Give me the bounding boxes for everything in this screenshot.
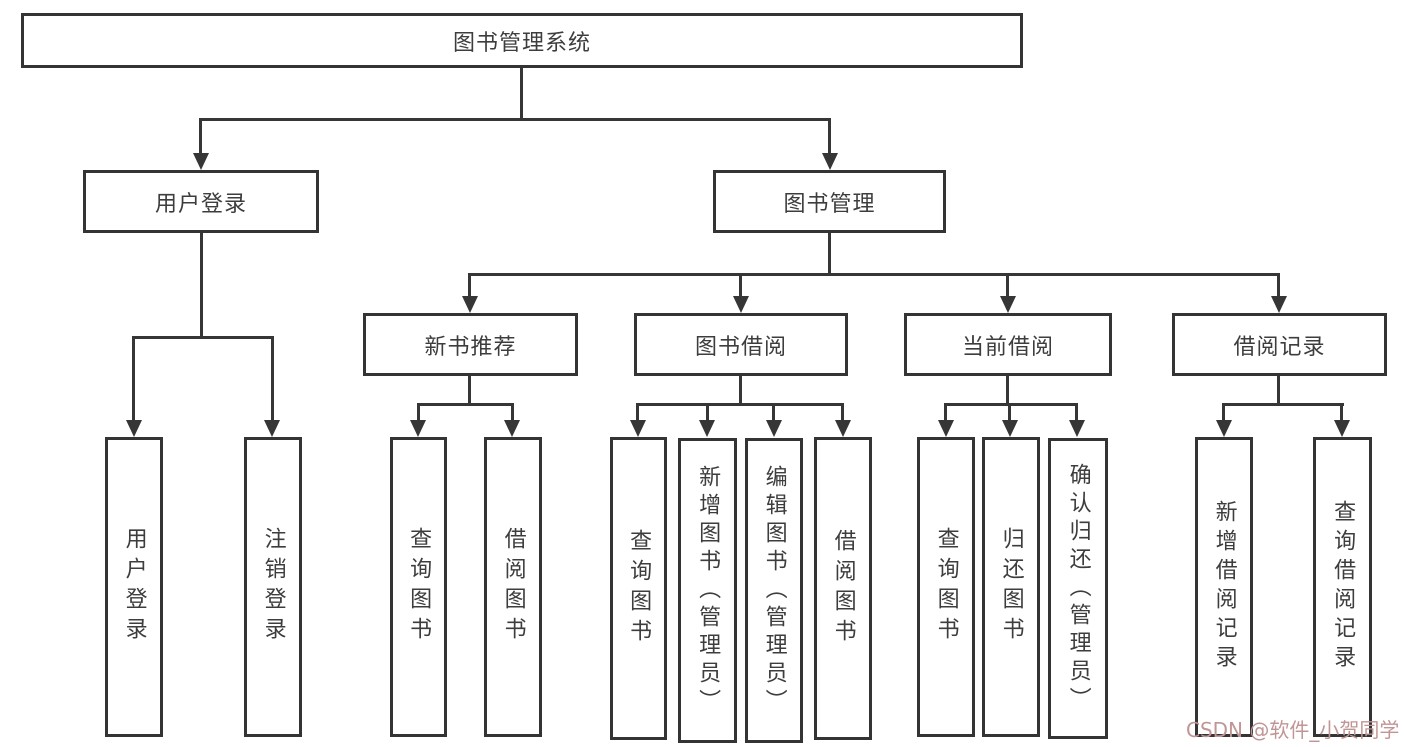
leaf-borrow-books-recommend: 借阅图书 xyxy=(484,437,542,737)
connector-line xyxy=(1340,403,1343,422)
connector-arrow xyxy=(1000,296,1016,313)
connector-line xyxy=(200,118,831,121)
connector-line xyxy=(271,336,274,422)
connector-line xyxy=(828,233,831,273)
connector-arrow xyxy=(1069,420,1085,437)
leaf-search-books-borrowing: 查询图书 xyxy=(610,437,667,740)
connector-arrow xyxy=(1271,296,1287,313)
leaf-confirm-return-admin: 确认归还（管理员） xyxy=(1048,438,1108,739)
connector-line xyxy=(417,403,420,422)
leaf-logout: 注销登录 xyxy=(244,437,302,737)
leaf-search-books-current: 查询图书 xyxy=(917,437,975,737)
leaf-edit-books-admin: 编辑图书（管理员） xyxy=(745,438,803,743)
leaf-return-books-label: 归还图书 xyxy=(998,527,1024,647)
connector-line xyxy=(1008,403,1011,422)
connector-line xyxy=(468,273,1280,276)
connector-line xyxy=(1222,403,1344,406)
leaf-borrow-books-borrowing: 借阅图书 xyxy=(814,437,872,740)
connector-line xyxy=(1277,376,1280,403)
leaf-search-borrow-record-label: 查询借阅记录 xyxy=(1330,500,1356,674)
leaf-logout-label: 注销登录 xyxy=(260,527,286,647)
connector-arrow xyxy=(1216,420,1232,437)
connector-line xyxy=(132,336,274,339)
leaf-add-books-admin-label: 新增图书（管理员） xyxy=(695,464,721,717)
connector-arrow xyxy=(1002,420,1018,437)
leaf-search-books-current-label: 查询图书 xyxy=(933,527,959,647)
connector-arrow xyxy=(1334,420,1350,437)
leaf-search-borrow-record: 查询借阅记录 xyxy=(1313,437,1372,737)
connector-arrow xyxy=(699,420,715,437)
connector-line xyxy=(944,403,947,422)
connector-arrow xyxy=(410,420,426,437)
connector-line xyxy=(520,68,523,118)
node-root-library-system: 图书管理系统 xyxy=(21,13,1023,68)
leaf-user-login: 用户登录 xyxy=(105,437,163,737)
connector-arrow xyxy=(835,420,851,437)
connector-line xyxy=(772,403,775,422)
connector-line xyxy=(706,403,709,422)
connector-line xyxy=(468,273,471,298)
connector-arrow xyxy=(504,420,520,437)
connector-line xyxy=(636,403,639,422)
leaf-confirm-return-admin-label: 确认归还（管理员） xyxy=(1065,462,1091,715)
connector-line xyxy=(417,403,513,406)
leaf-borrow-books-recommend-label: 借阅图书 xyxy=(500,527,526,647)
connector-line xyxy=(132,336,135,422)
leaf-edit-books-admin-label: 编辑图书（管理员） xyxy=(761,464,787,717)
connector-line xyxy=(636,403,844,406)
node-book-management: 图书管理 xyxy=(713,170,946,233)
leaf-search-books-recommend-label: 查询图书 xyxy=(406,527,432,647)
connector-line xyxy=(1006,376,1009,403)
csdn-watermark: CSDN @软件_小贺同学 xyxy=(1186,718,1400,742)
connector-arrow xyxy=(733,296,749,313)
connector-arrow xyxy=(264,420,280,437)
leaf-add-borrow-record-label: 新增借阅记录 xyxy=(1211,500,1237,674)
node-user-login: 用户登录 xyxy=(83,170,319,233)
leaf-borrow-books-borrowing-label: 借阅图书 xyxy=(830,528,856,649)
connector-arrow xyxy=(822,153,838,170)
connector-line xyxy=(1006,273,1009,298)
connector-line xyxy=(944,403,1078,406)
connector-line xyxy=(1277,273,1280,298)
connector-line xyxy=(739,376,742,403)
leaf-add-borrow-record: 新增借阅记录 xyxy=(1195,437,1253,737)
connector-arrow xyxy=(766,420,782,437)
connector-line xyxy=(828,118,831,155)
connector-line xyxy=(739,273,742,298)
leaf-search-books-recommend: 查询图书 xyxy=(390,437,447,737)
connector-line xyxy=(468,376,471,403)
node-new-book-recommendation: 新书推荐 xyxy=(363,313,578,376)
connector-line xyxy=(199,118,202,155)
connector-arrow xyxy=(193,153,209,170)
leaf-user-login-label: 用户登录 xyxy=(121,527,147,647)
node-book-borrowing: 图书借阅 xyxy=(634,313,848,376)
connector-line xyxy=(200,233,203,336)
node-current-borrowing: 当前借阅 xyxy=(904,313,1112,376)
leaf-search-books-borrowing-label: 查询图书 xyxy=(626,528,652,649)
connector-arrow xyxy=(126,420,142,437)
leaf-return-books: 归还图书 xyxy=(982,437,1040,737)
connector-line xyxy=(841,403,844,422)
connector-line xyxy=(1075,403,1078,422)
node-borrowing-records: 借阅记录 xyxy=(1172,313,1387,376)
connector-arrow xyxy=(630,420,646,437)
connector-arrow xyxy=(938,420,954,437)
connector-arrow xyxy=(462,296,478,313)
connector-line xyxy=(511,403,514,422)
leaf-add-books-admin: 新增图书（管理员） xyxy=(678,438,737,743)
connector-line xyxy=(1222,403,1225,422)
